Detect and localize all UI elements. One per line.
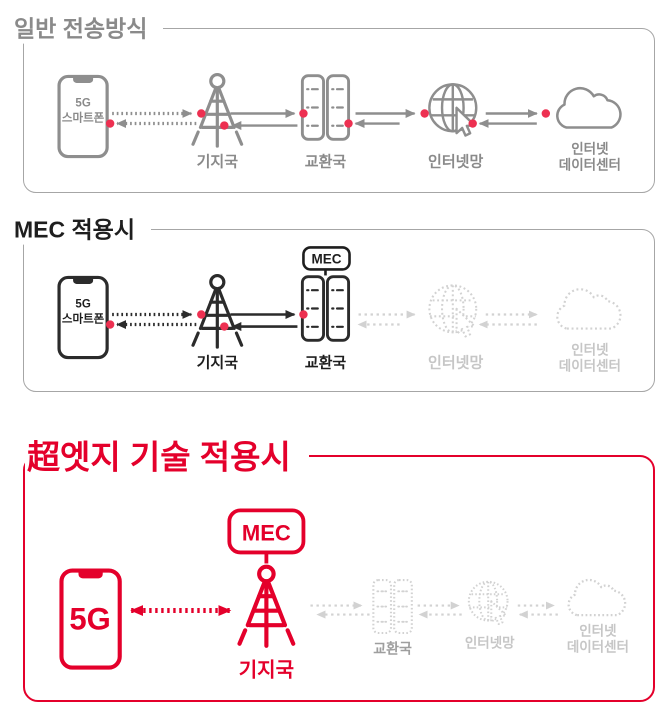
datacenter-icon [556, 87, 621, 129]
datacenter-label-line1: 인터넷 [579, 623, 617, 639]
smartphone-label-line2: 스마트폰 [62, 312, 105, 326]
link-dot [105, 119, 115, 128]
link-dot [220, 322, 229, 331]
base-station-label: 기지국 [197, 154, 239, 171]
link-dot [468, 119, 477, 128]
datacenter-label-line1: 인터넷 [571, 342, 609, 358]
link-dot [105, 320, 115, 329]
link-dots [105, 109, 551, 130]
panel-mec: MEC 적용시 5G 스마트폰 기지국 MEC 교환국 인터넷망 인터넷 데이터… [13, 215, 655, 392]
datacenter-label-line1: 인터넷 [571, 141, 609, 157]
panel-super-edge: 超엣지 기술 적용시 5G MEC 기지국 교환국 인터넷망 인터넷 데이터센터 [23, 436, 655, 702]
mec-badge-label: MEC [242, 520, 291, 545]
link-dots [105, 310, 308, 331]
internet-icon-disabled [428, 284, 477, 337]
link-dot [344, 119, 353, 128]
internet-label: 인터넷망 [465, 635, 515, 651]
panel-normal-diagram: 5G 스마트폰 기지국 교환국 인터넷망 인터넷 데이터센터 [58, 74, 621, 173]
datacenter-icon-disabled [568, 579, 626, 616]
smartphone-label: 5G [69, 602, 110, 637]
internet-icon [428, 83, 477, 136]
link-dot [299, 109, 308, 118]
panel-normal-title: 일반 전송방식 [13, 14, 164, 44]
smartphone-label-line1: 5G [75, 298, 90, 310]
mec-badge-label: MEC [311, 251, 341, 266]
link-dot [197, 310, 206, 319]
panel-super-edge-diagram: 5G MEC 기지국 교환국 인터넷망 인터넷 데이터센터 [60, 508, 629, 682]
datacenter-label-line2: 데이터센터 [559, 157, 621, 173]
exchange-icon [301, 275, 350, 342]
datacenter-label-line2: 데이터센터 [559, 358, 621, 374]
panel-mec-title: MEC 적용시 [13, 215, 151, 245]
internet-icon-disabled [468, 581, 508, 625]
mec-badge [302, 246, 351, 271]
link-dot [420, 109, 429, 118]
exchange-label: 교환국 [373, 641, 412, 657]
base-station-label: 기지국 [239, 659, 294, 682]
link-dot [299, 310, 308, 319]
panel-normal-transmission: 일반 전송방식 5G 스마트폰 기지국 교환국 인터넷망 인터넷 데이터센터 [13, 14, 655, 193]
link-dot [220, 121, 229, 130]
datacenter-icon-disabled [556, 288, 621, 330]
exchange-icon-disabled [372, 579, 413, 634]
link-dot [197, 109, 206, 118]
smartphone-label-line1: 5G [75, 97, 90, 109]
base-station-label: 기지국 [197, 355, 239, 372]
exchange-label: 교환국 [305, 153, 347, 171]
exchange-label: 교환국 [305, 354, 347, 372]
base-station-icon [238, 566, 294, 647]
exchange-icon [301, 74, 350, 141]
panel-mec-diagram: 5G 스마트폰 기지국 MEC 교환국 인터넷망 인터넷 데이터센터 [58, 246, 621, 374]
internet-label: 인터넷망 [428, 354, 483, 372]
panel-super-edge-title: 超엣지 기술 적용시 [25, 436, 309, 478]
smartphone-label-line2: 스마트폰 [62, 111, 105, 125]
internet-label: 인터넷망 [428, 153, 483, 171]
datacenter-label-line2: 데이터센터 [567, 639, 629, 655]
link-dot [541, 109, 551, 118]
